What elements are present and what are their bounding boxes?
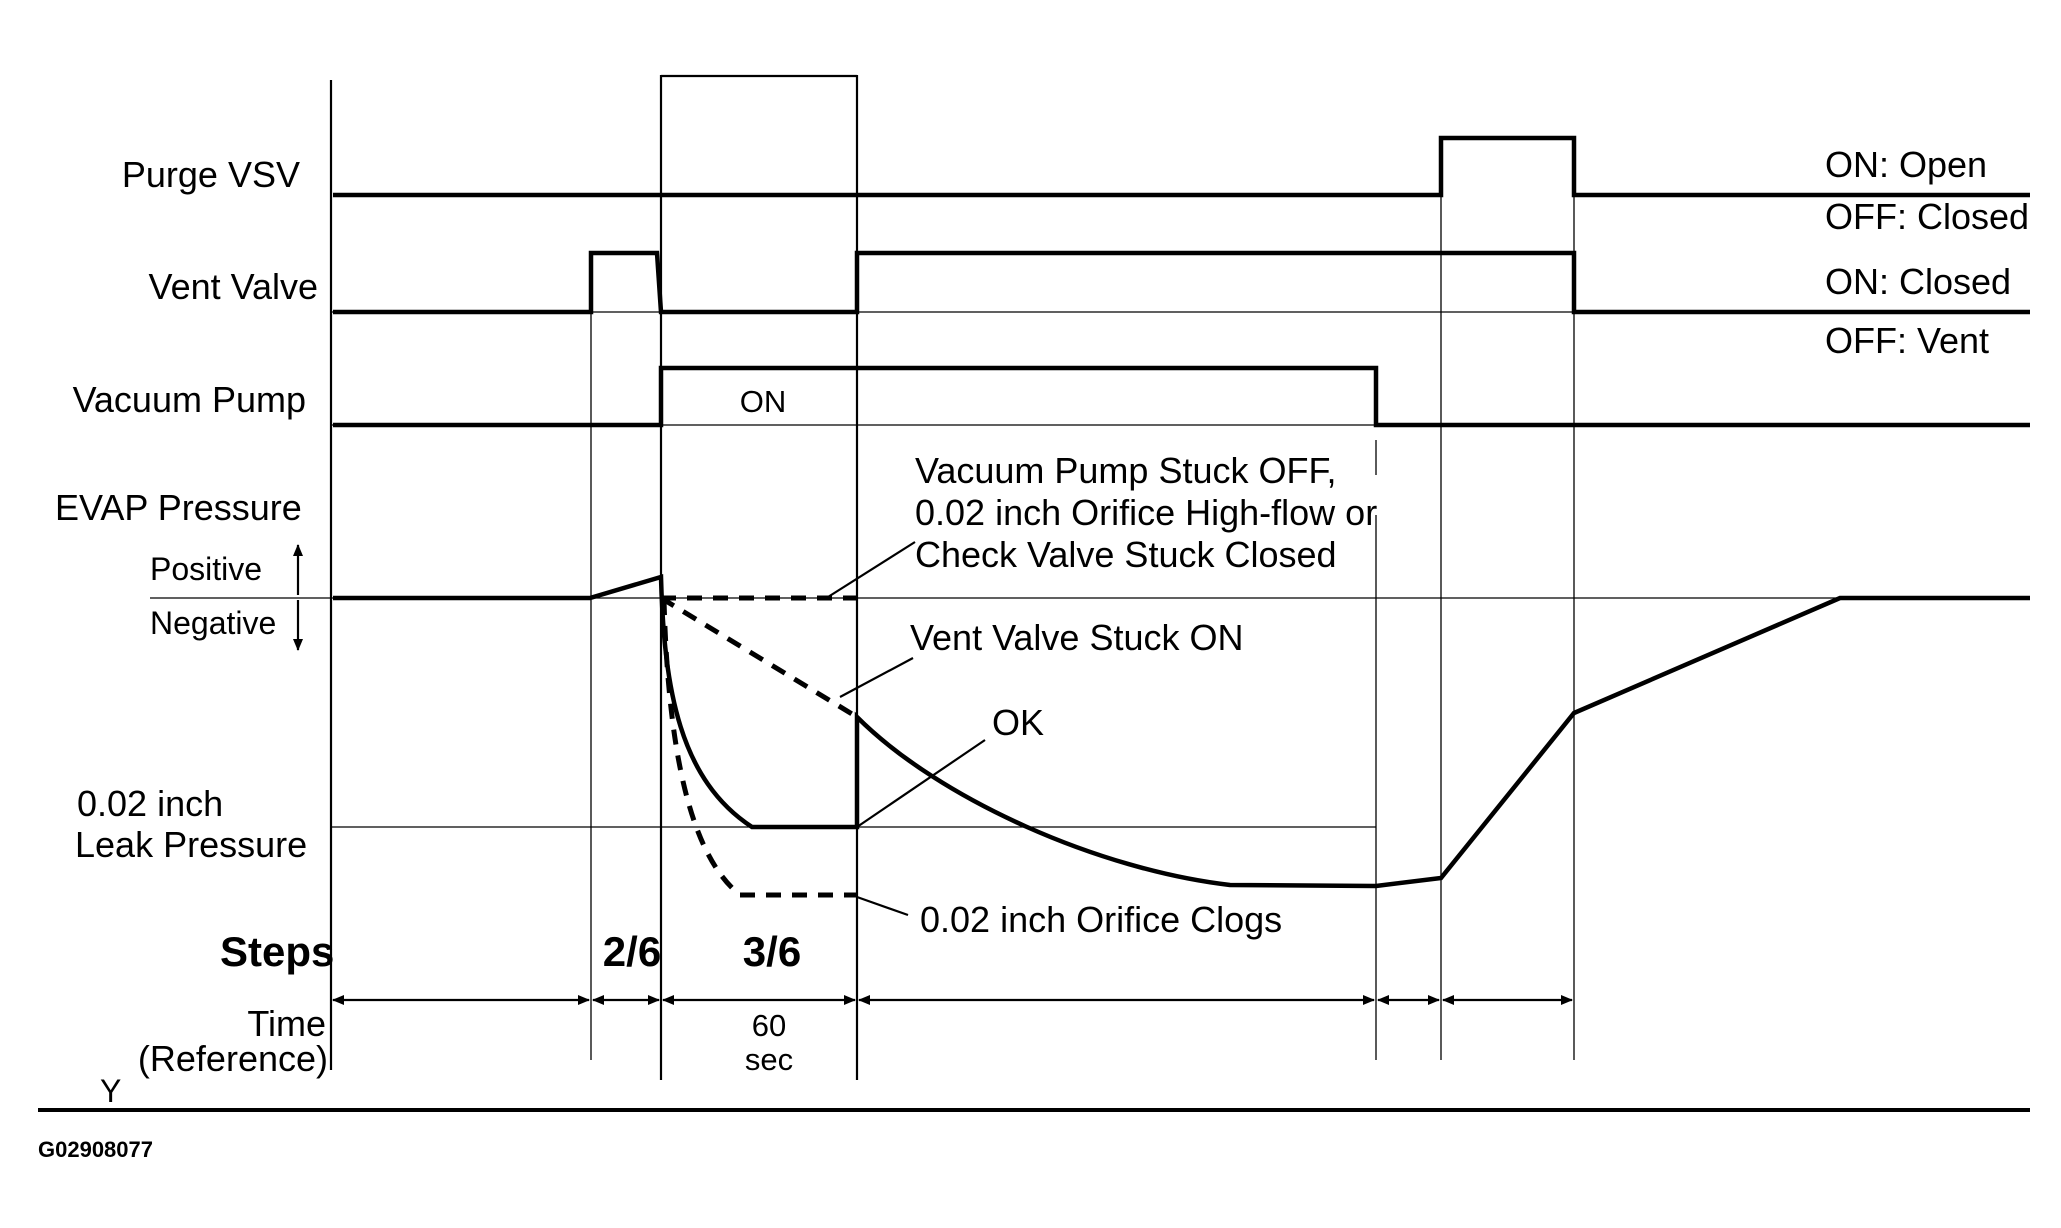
step-2-6: 2/6 [603,928,661,975]
time-label: Time [247,1003,326,1044]
pump-on-text: ON [740,384,787,419]
step-3-6: 3/6 [743,928,801,975]
reference-label: (Reference) [138,1038,328,1079]
positive-label: Positive [150,551,262,587]
purge-off-state: OFF: Closed [1825,196,2029,237]
orifice-clogs-dashed [661,599,857,898]
leak-pressure-label-2: Leak Pressure [75,824,307,865]
negative-label: Negative [150,605,276,641]
purge-vsv-label: Purge VSV [122,154,300,195]
vent-stuck-dashed [659,595,859,720]
vent-valve-waveform [333,250,2030,315]
ok-annotation: OK [992,702,1044,743]
steps-label: Steps [220,928,334,975]
duration-unit: sec [745,1042,793,1077]
stuck-off-annotation-2: 0.02 inch Orifice High-flow or [915,492,1377,533]
duration-value: 60 [752,1008,786,1043]
leak-pressure-label-1: 0.02 inch [77,783,223,824]
figure-code: G02908077 [38,1137,153,1162]
vent-on-state: ON: Closed [1825,261,2011,302]
axis-letter: Y [100,1073,121,1109]
stuck-off-annotation-1: Vacuum Pump Stuck OFF, [915,450,1336,491]
vent-valve-label: Vent Valve [149,266,318,307]
vent-stuck-annotation: Vent Valve Stuck ON [910,617,1244,658]
purge-on-state: ON: Open [1825,144,1987,185]
vent-off-state: OFF: Vent [1825,320,1989,361]
stuck-off-annotation-3: Check Valve Stuck Closed [915,534,1337,575]
vacuum-pump-waveform [333,365,2030,428]
vacuum-pump-label: Vacuum Pump [73,379,306,420]
clogs-annotation: 0.02 inch Orifice Clogs [920,899,1282,940]
evap-pressure-label: EVAP Pressure [55,487,302,528]
evap-pressure-ok-curve [333,574,2030,889]
purge-vsv-waveform [333,135,2030,198]
leader-lines [827,541,986,917]
